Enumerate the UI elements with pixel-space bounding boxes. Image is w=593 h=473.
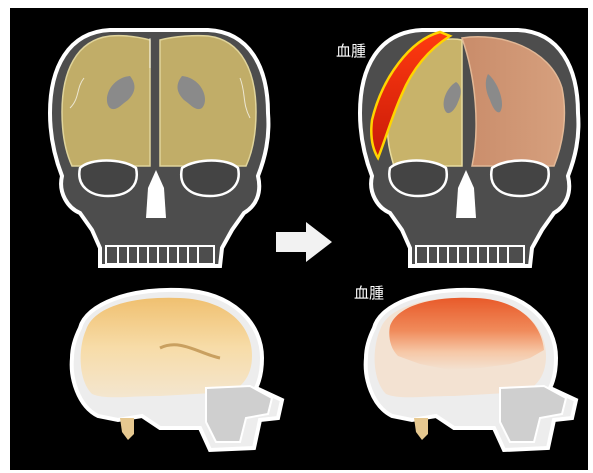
- side-skull-hematoma: [366, 290, 576, 450]
- eye-socket-left: [389, 161, 446, 197]
- hematoma-label-side: 血腫: [354, 282, 384, 303]
- spine: [414, 418, 428, 440]
- brain-right-hemisphere: [160, 36, 256, 166]
- eye-socket-right: [181, 161, 238, 197]
- face-bones: [500, 386, 566, 442]
- diagram-svg: [10, 8, 588, 470]
- transition-arrow: [276, 222, 332, 262]
- front-skull-normal: [50, 30, 268, 266]
- eye-socket-left: [79, 161, 136, 197]
- side-skull-normal: [72, 290, 282, 450]
- diagram-canvas: 血腫 血腫: [10, 8, 588, 470]
- face-bones: [206, 386, 272, 442]
- brain-side: [81, 298, 252, 398]
- hematoma-label-front: 血腫: [336, 40, 366, 61]
- spine: [120, 418, 134, 440]
- eye-socket-right: [491, 161, 548, 197]
- front-skull-hematoma: [360, 30, 578, 266]
